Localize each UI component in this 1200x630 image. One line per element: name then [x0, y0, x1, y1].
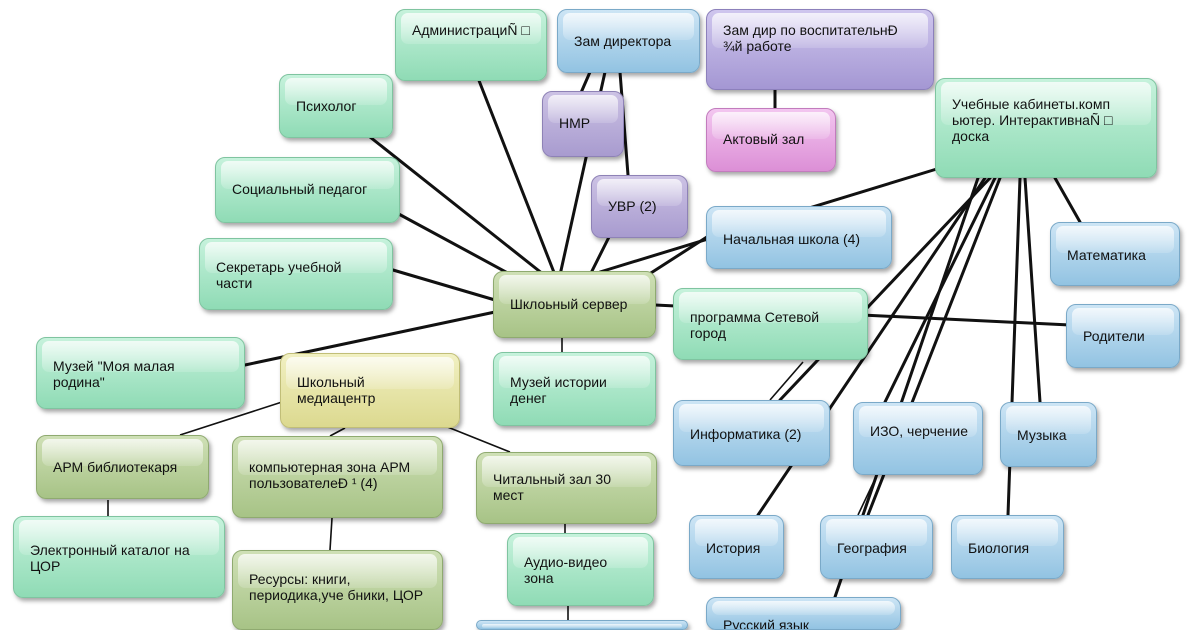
- link-izo-geo: [857, 476, 877, 516]
- link-zamdir-uvr: [618, 70, 630, 177]
- node-music[interactable]: Музыка: [1000, 402, 1097, 467]
- node-psychologist-label: Психолог: [296, 98, 357, 114]
- node-russian-language[interactable]: Русский язык: [706, 597, 901, 630]
- node-deputy-upbringing[interactable]: Зам дир по воспитательнÐ ¾й работе: [706, 9, 934, 90]
- link-uchkab-informatika: [778, 176, 992, 402]
- node-informatics[interactable]: Информатика (2): [673, 400, 830, 466]
- node-assembly-hall[interactable]: Актовый зал: [706, 108, 836, 172]
- node-secretary-label: Секретарь учебной части: [216, 259, 342, 291]
- node-math[interactable]: Математика: [1050, 222, 1180, 286]
- node-administration-label: АдминистрациÑ □: [412, 22, 530, 38]
- node-school-server-label: Шклоьный сервер: [510, 296, 628, 312]
- node-media-center-label: Школьный медиацентр: [297, 374, 376, 406]
- node-money-museum-label: Музей истории денег: [510, 374, 607, 406]
- node-history[interactable]: История: [689, 515, 784, 579]
- node-network-city[interactable]: программа Сетевой город: [673, 288, 868, 360]
- node-primary-school-label: Начальная школа (4): [723, 231, 861, 247]
- node-music-label: Музыка: [1017, 427, 1067, 443]
- node-resources[interactable]: Ресурсы: книги, периодика,уче бники, ЦОР: [232, 550, 443, 630]
- node-psychologist[interactable]: Психолог: [279, 74, 393, 138]
- node-history-label: История: [706, 540, 761, 556]
- node-museum-homeland[interactable]: Музей "Моя малая родина": [36, 337, 245, 409]
- node-secretary[interactable]: Секретарь учебной части: [199, 238, 393, 310]
- node-reading-room[interactable]: Читальный зал 30 мест: [476, 452, 657, 524]
- node-russian-language-label: Русский язык: [723, 617, 810, 630]
- node-biology-label: Биология: [968, 540, 1030, 556]
- node-computer-zone[interactable]: компьютерная зона АРМ пользователеÐ ¹ (4…: [232, 436, 443, 518]
- node-nmr[interactable]: НМР: [542, 91, 624, 157]
- node-geography-label: География: [837, 540, 907, 556]
- node-media-center[interactable]: Школьный медиацентр: [280, 353, 460, 428]
- node-social-pedagogue-label: Социальный педагог: [232, 181, 368, 197]
- link-server-psych: [368, 135, 550, 280]
- node-parents-label: Родители: [1083, 328, 1145, 344]
- link-uchkab-matem: [1053, 176, 1082, 224]
- node-parents[interactable]: Родители: [1066, 304, 1180, 368]
- node-money-museum[interactable]: Музей истории денег: [493, 352, 656, 426]
- node-informatics-label: Информатика (2): [690, 426, 802, 442]
- node-administration[interactable]: АдминистрациÑ □: [395, 9, 547, 81]
- node-classrooms-label: Учебные кабинеты.комп ьютер. Интерактивн…: [952, 96, 1113, 144]
- node-librarian-workstation-label: АРМ библиотекаря: [53, 459, 178, 475]
- link-setevoy-informatika: [769, 361, 804, 401]
- link-server-admin: [476, 76, 557, 277]
- node-art-drawing[interactable]: ИЗО, черчение: [853, 402, 983, 475]
- node-primary-school[interactable]: Начальная школа (4): [706, 206, 892, 269]
- node-math-label: Математика: [1067, 247, 1146, 263]
- node-uvr[interactable]: УВР (2): [591, 175, 688, 238]
- node-reading-room-label: Читальный зал 30 мест: [493, 471, 611, 503]
- node-uvr-label: УВР (2): [608, 198, 657, 214]
- node-classrooms[interactable]: Учебные кабинеты.комп ьютер. Интерактивн…: [935, 78, 1157, 178]
- node-biology[interactable]: Биология: [951, 515, 1064, 579]
- link-mediacenter-komp: [329, 427, 346, 437]
- node-audio-video-zone-label: Аудио-видео зона: [524, 554, 608, 586]
- node-partial-bottom[interactable]: [476, 620, 688, 630]
- link-mediacenter-arm: [179, 401, 283, 436]
- node-computer-zone-label: компьютерная зона АРМ пользователеÐ ¹ (4…: [249, 459, 411, 491]
- link-server-sekretar: [391, 268, 497, 302]
- node-network-city-label: программа Сетевой город: [690, 309, 820, 341]
- link-uchkab-muzyka: [1023, 176, 1042, 404]
- node-librarian-workstation[interactable]: АРМ библиотекаря: [36, 435, 209, 499]
- node-electronic-catalog-label: Электронный каталог на ЦОР: [30, 542, 190, 574]
- link-komp-resursy: [329, 517, 333, 551]
- node-audio-video-zone[interactable]: Аудио-видео зона: [507, 533, 654, 606]
- node-resources-label: Ресурсы: книги, периодика,уче бники, ЦОР: [249, 571, 424, 603]
- node-deputy-upbringing-label: Зам дир по воспитательнÐ ¾й работе: [723, 22, 898, 54]
- node-deputy-director[interactable]: Зам директора: [557, 9, 700, 73]
- node-deputy-director-label: Зам директора: [574, 33, 672, 49]
- node-social-pedagogue[interactable]: Социальный педагог: [215, 157, 400, 223]
- node-electronic-catalog[interactable]: Электронный каталог на ЦОР: [13, 516, 225, 598]
- link-server-uvr: [588, 233, 612, 277]
- node-assembly-hall-label: Актовый зал: [723, 131, 805, 147]
- node-nmr-label: НМР: [559, 115, 591, 131]
- node-geography[interactable]: География: [820, 515, 933, 579]
- node-art-drawing-label: ИЗО, черчение: [870, 423, 969, 439]
- node-museum-homeland-label: Музей "Моя малая родина": [53, 358, 175, 390]
- node-school-server[interactable]: Шклоьный сервер: [493, 271, 656, 338]
